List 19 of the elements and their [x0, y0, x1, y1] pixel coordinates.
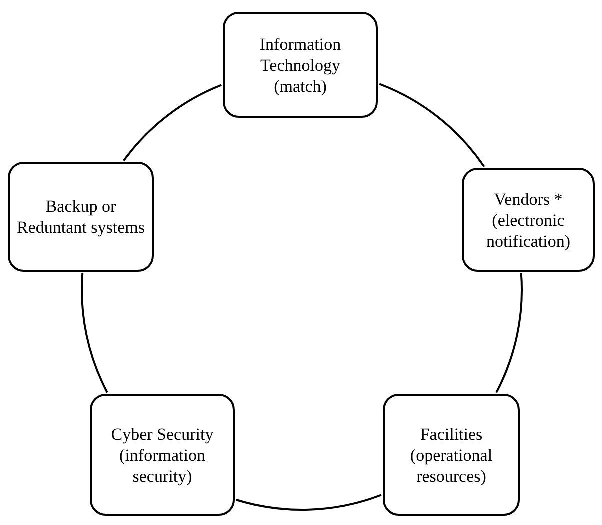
node-text: (operational resources) — [409, 444, 494, 486]
node-text: Facilities — [420, 424, 483, 444]
rounded-box — [90, 394, 235, 516]
node-text: (information security) — [118, 444, 206, 486]
node-text: (match) — [274, 76, 327, 96]
rounded-box — [8, 162, 154, 272]
node-text: Cyber Security — [111, 424, 214, 444]
connector-arc — [379, 83, 486, 168]
rounded-box — [383, 394, 520, 516]
rounded-box — [462, 168, 595, 272]
node-text: Information Technology — [258, 34, 342, 76]
connector-arc — [81, 273, 108, 394]
node-text: Vendors * — [494, 188, 563, 210]
connector-arc — [123, 84, 222, 162]
connector-arc — [496, 273, 523, 394]
node-text: (electronic notification) — [485, 210, 572, 252]
node-text: Backup or Reduntant systems — [16, 196, 146, 238]
rounded-box — [223, 12, 378, 118]
connector-arc — [236, 494, 382, 511]
